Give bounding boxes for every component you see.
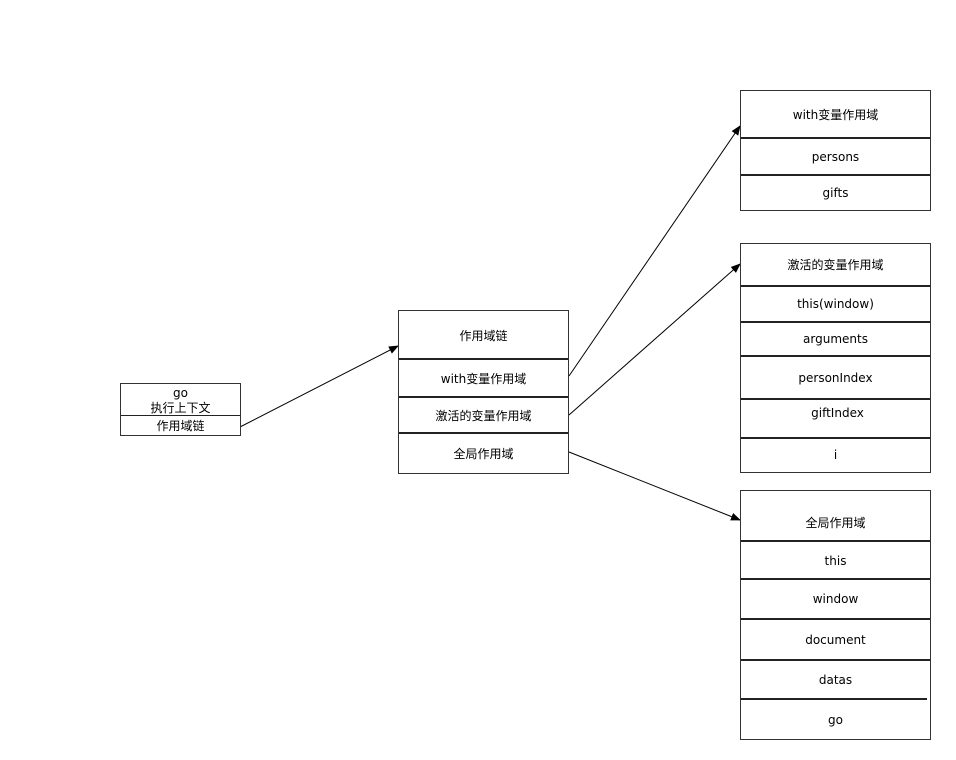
global-scope-divider xyxy=(741,659,930,661)
with-scope-var: gifts xyxy=(822,186,849,200)
activation-scope-var: personIndex xyxy=(798,371,873,385)
activation-scope-var: giftIndex xyxy=(811,406,864,420)
chain-divider xyxy=(399,432,568,434)
arrow-global-to-global-scope xyxy=(568,451,741,521)
global-scope-box[interactable]: 全局作用域 this window document datas go xyxy=(740,490,931,740)
activation-scope-var: this(window) xyxy=(797,297,874,311)
arrow-with-to-with-scope xyxy=(568,125,741,377)
activation-scope-title: 激活的变量作用域 xyxy=(787,258,884,272)
chain-divider xyxy=(399,396,568,398)
global-scope-var: datas xyxy=(818,672,853,687)
arrow-context-to-chain xyxy=(239,345,399,428)
activation-scope-divider xyxy=(741,398,930,400)
with-scope-divider xyxy=(741,174,930,176)
global-scope-var: window xyxy=(812,592,859,606)
activation-scope-box[interactable]: 激活的变量作用域 this(window) arguments personIn… xyxy=(740,243,931,473)
global-scope-divider xyxy=(741,578,930,580)
with-scope-divider xyxy=(741,137,930,139)
activation-scope-divider xyxy=(741,285,930,287)
global-scope-divider xyxy=(741,540,930,542)
with-scope-box[interactable]: with变量作用域 persons gifts xyxy=(740,90,931,211)
scope-chain-box[interactable]: 作用域链 with变量作用域 激活的变量作用域 全局作用域 xyxy=(398,310,569,474)
activation-scope-divider xyxy=(741,437,930,439)
global-scope-var: go xyxy=(828,712,843,727)
context-name: go xyxy=(173,385,188,400)
with-scope-var: persons xyxy=(811,149,860,164)
chain-divider xyxy=(399,358,568,360)
global-scope-divider xyxy=(741,618,930,620)
chain-item-activation: 激活的变量作用域 xyxy=(435,408,532,423)
global-scope-title: 全局作用域 xyxy=(805,515,866,530)
with-scope-title: with变量作用域 xyxy=(792,107,879,122)
arrow-activation-to-activation-scope xyxy=(568,263,741,416)
context-chain-ref: 作用域链 xyxy=(156,419,205,433)
context-label: 执行上下文 xyxy=(150,400,211,415)
global-scope-var: document xyxy=(805,633,866,647)
activation-scope-var: i xyxy=(833,448,838,462)
scope-chain-title: 作用域链 xyxy=(459,328,508,343)
activation-scope-divider xyxy=(741,355,930,357)
execution-context-box[interactable]: go 执行上下文 作用域链 xyxy=(120,383,241,436)
chain-item-with: with变量作用域 xyxy=(440,372,527,386)
chain-item-global: 全局作用域 xyxy=(453,447,514,461)
context-divider xyxy=(121,415,240,416)
activation-scope-var: arguments xyxy=(803,332,868,346)
global-scope-var: this xyxy=(824,553,847,568)
activation-scope-divider xyxy=(741,321,930,323)
global-scope-divider xyxy=(741,698,927,700)
